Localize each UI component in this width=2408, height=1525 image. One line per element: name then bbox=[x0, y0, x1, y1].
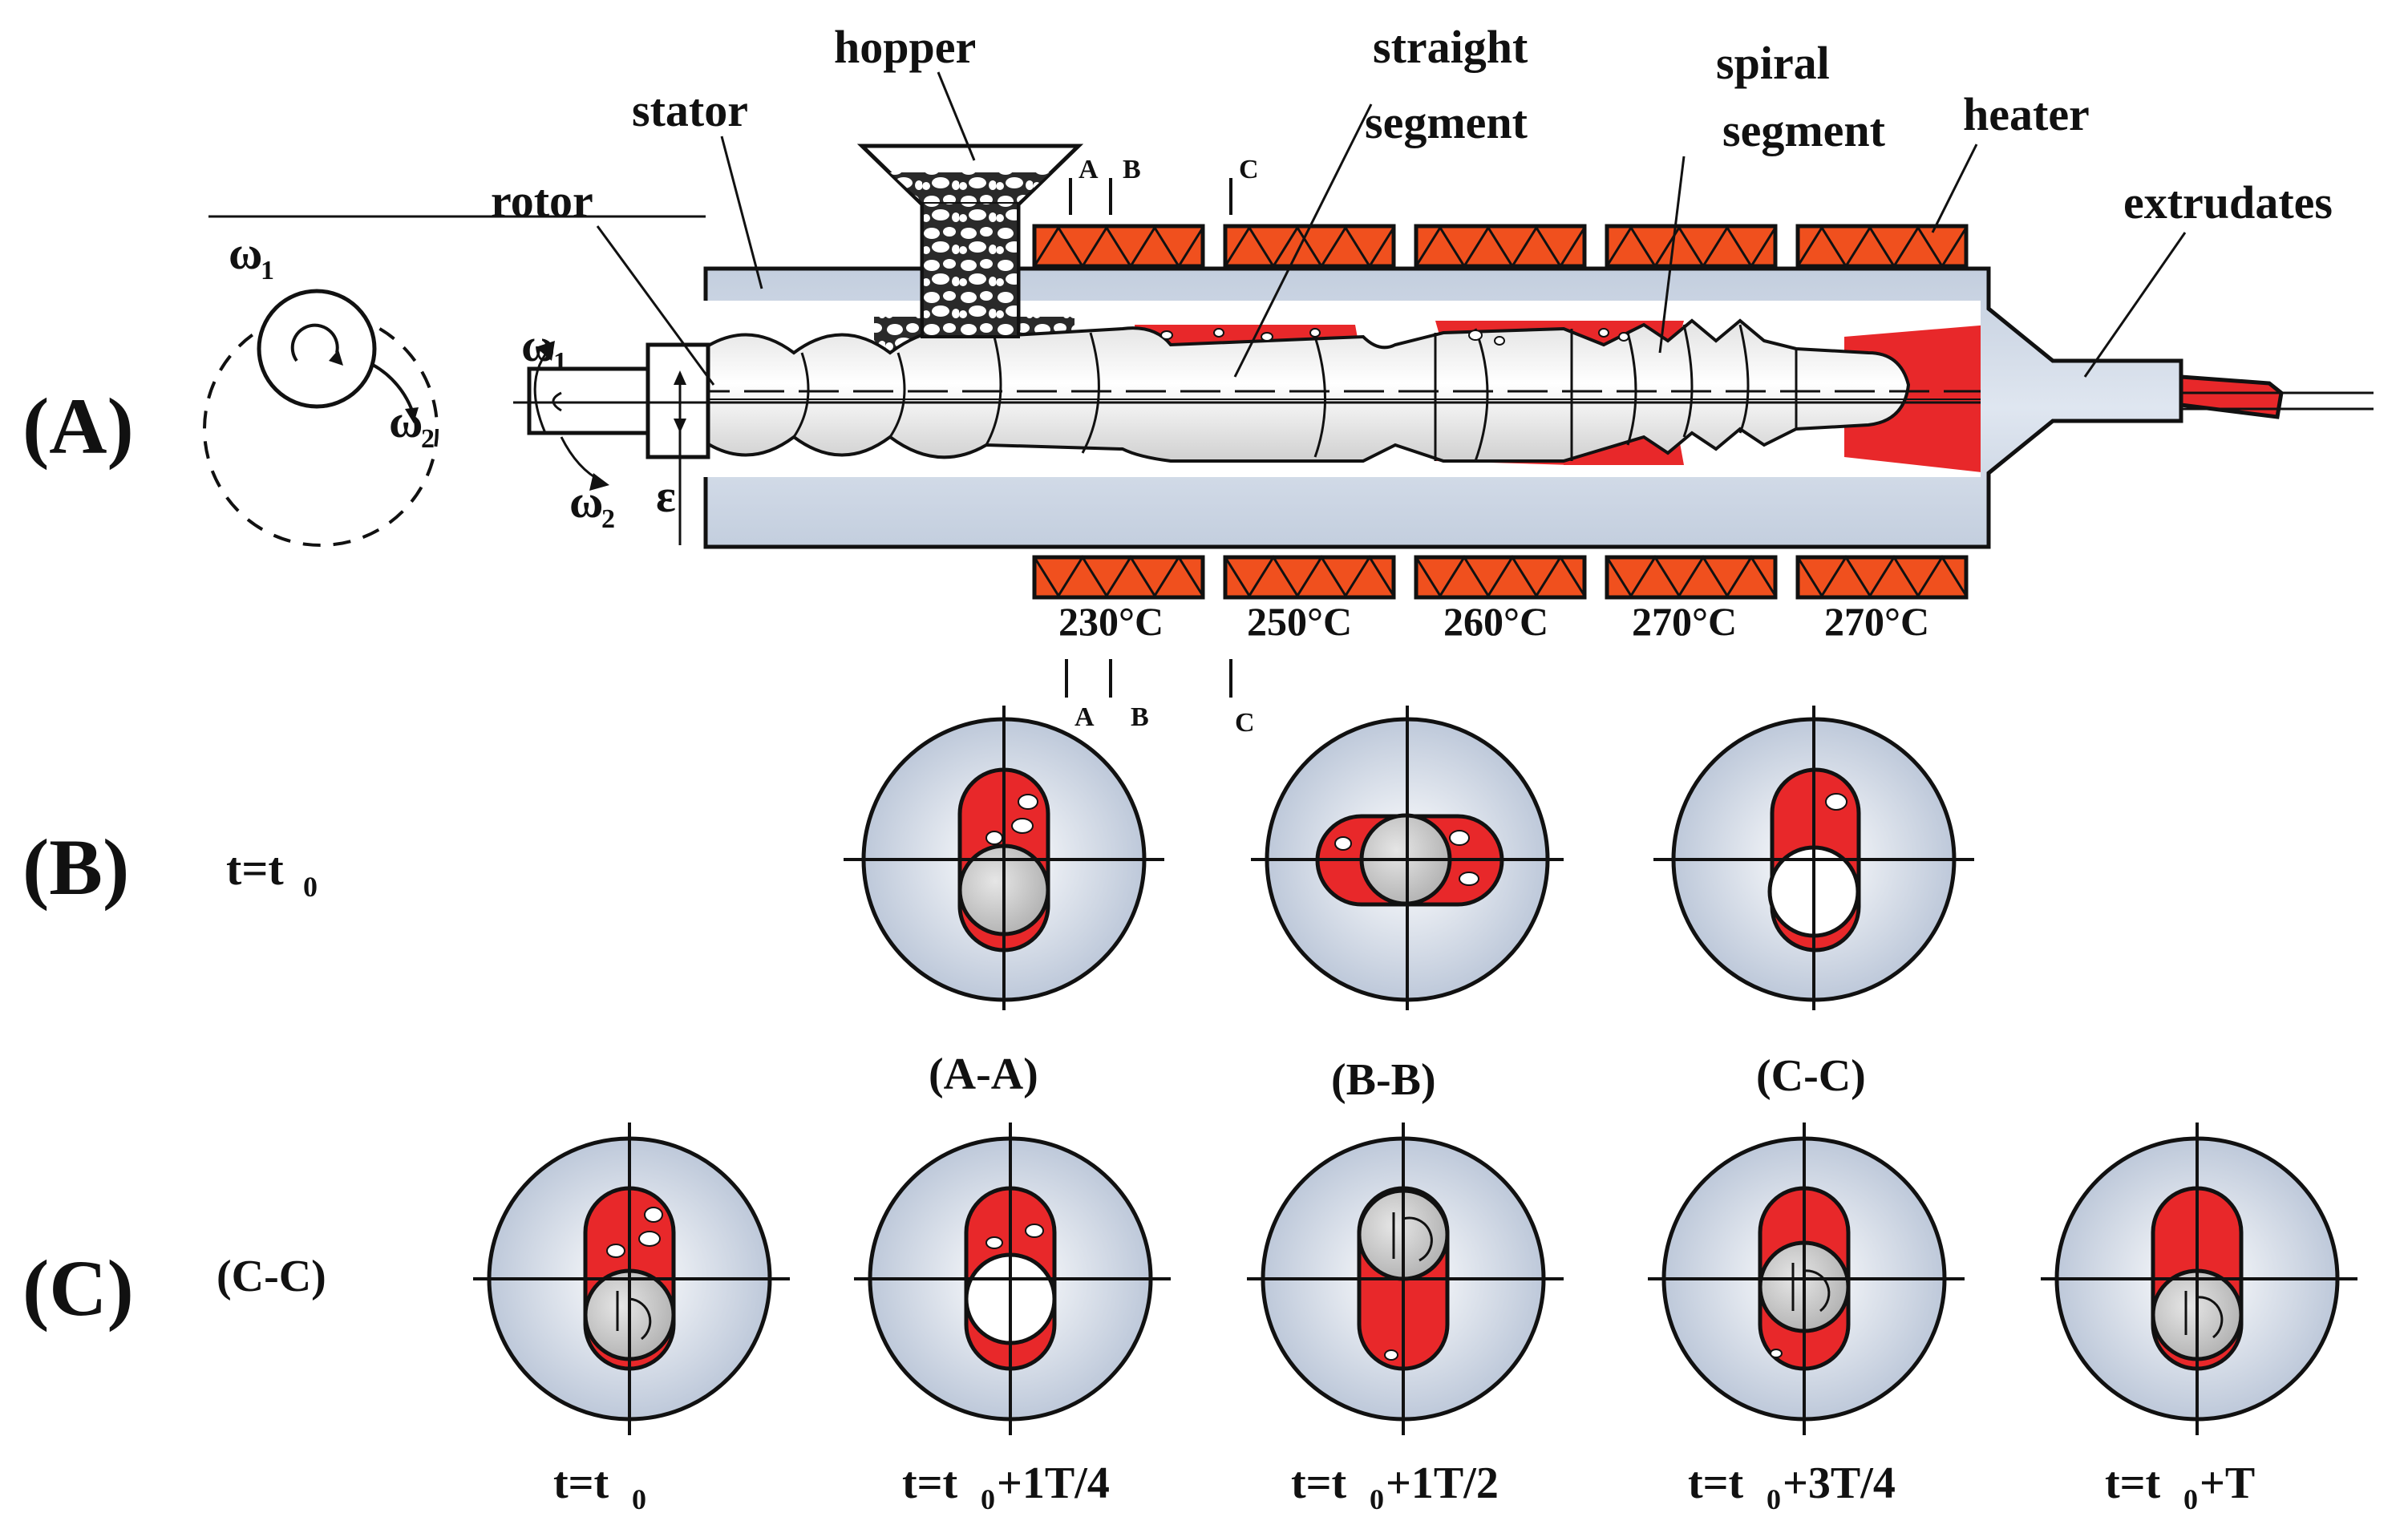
section-label-cc: (C-C) bbox=[1756, 1051, 1866, 1101]
heater-top-1 bbox=[1032, 224, 1205, 269]
time-label-5: t=t 0 +T bbox=[2105, 1458, 2255, 1515]
section-bb bbox=[1251, 706, 1564, 1010]
time-4-main: t=t bbox=[1688, 1458, 1744, 1508]
cut-b-top: B bbox=[1123, 155, 1141, 184]
cut-a-bottom: A bbox=[1074, 702, 1095, 732]
hopper bbox=[856, 144, 1084, 338]
heater-bottom-3 bbox=[1414, 555, 1587, 600]
stator-label: stator bbox=[632, 84, 748, 136]
panel-a-label: (A) bbox=[22, 382, 134, 471]
time-5-main: t=t bbox=[2105, 1458, 2161, 1508]
cut-c-top: C bbox=[1239, 155, 1259, 184]
rotor-circle bbox=[257, 289, 377, 409]
time-3-main: t=t bbox=[1291, 1458, 1347, 1508]
shaft-omega2-label: ω bbox=[569, 475, 603, 528]
spiral-label-2: segment bbox=[1722, 104, 1886, 156]
time-2-main: t=t bbox=[902, 1458, 958, 1508]
row-b-time: t=t bbox=[226, 843, 284, 895]
omega1-sub: 1 bbox=[261, 256, 274, 285]
panel-c-label: (C) bbox=[22, 1244, 134, 1333]
time-2-rest: +1T/4 bbox=[997, 1458, 1110, 1508]
section-aa bbox=[844, 706, 1164, 1010]
phase-2 bbox=[854, 1123, 1171, 1435]
time-2-sub: 0 bbox=[981, 1483, 995, 1515]
cut-markers-top bbox=[1069, 178, 1232, 215]
cut-markers-bottom bbox=[1065, 659, 1232, 698]
heaters-top bbox=[1032, 224, 1969, 269]
omega2-label: ω bbox=[389, 395, 423, 447]
time-label-1: t=t 0 bbox=[553, 1458, 646, 1515]
spin-arrowhead-icon bbox=[329, 350, 343, 366]
temp-zone-4: 270°C bbox=[1632, 599, 1737, 644]
section-cc bbox=[1653, 706, 1974, 1010]
time-5-rest: +T bbox=[2200, 1458, 2255, 1508]
time-4-rest: +3T/4 bbox=[1783, 1458, 1896, 1508]
phase-1 bbox=[473, 1123, 790, 1435]
time-5-sub: 0 bbox=[2183, 1483, 2198, 1515]
heater-top-5 bbox=[1795, 224, 1969, 269]
temp-zone-5: 270°C bbox=[1824, 599, 1929, 644]
section-label-bb: (B-B) bbox=[1331, 1055, 1436, 1105]
heater-top-2 bbox=[1223, 224, 1396, 269]
melt-bubbles bbox=[1160, 328, 1629, 346]
shaft-omega1-label: ω bbox=[521, 319, 555, 371]
heater-bottom-1 bbox=[1032, 555, 1205, 600]
leader-lines bbox=[596, 71, 2187, 386]
omega1-label: ω bbox=[229, 227, 262, 279]
hopper-label: hopper bbox=[834, 21, 976, 73]
temp-zone-3: 260°C bbox=[1443, 599, 1548, 644]
section-label-aa: (A-A) bbox=[929, 1050, 1038, 1099]
straight-label-1: straight bbox=[1373, 21, 1528, 73]
time-1-main: t=t bbox=[553, 1458, 609, 1508]
heater-top-4 bbox=[1605, 224, 1778, 269]
orbit-circle bbox=[203, 311, 439, 547]
heater-bottom-4 bbox=[1605, 555, 1778, 600]
time-1-sub: 0 bbox=[632, 1483, 646, 1515]
epsilon-label: ε bbox=[656, 470, 676, 522]
cut-a-top: A bbox=[1079, 155, 1099, 184]
phase-5 bbox=[2041, 1123, 2357, 1435]
rotation-sketch: ω 1 ω 2 bbox=[203, 227, 439, 547]
time-label-4: t=t 0 +3T/4 bbox=[1688, 1458, 1896, 1515]
drive-shaft bbox=[513, 341, 2374, 491]
time-label-2: t=t 0 +1T/4 bbox=[902, 1458, 1110, 1515]
cut-b-bottom: B bbox=[1131, 702, 1149, 732]
time-label-3: t=t 0 +1T/2 bbox=[1291, 1458, 1499, 1515]
time-3-sub: 0 bbox=[1370, 1483, 1384, 1515]
die-nozzle bbox=[2179, 374, 2284, 419]
spiral-label-1: spiral bbox=[1716, 37, 1830, 89]
temp-zone-2: 250°C bbox=[1247, 599, 1352, 644]
heater-bottom-2 bbox=[1223, 555, 1396, 600]
heater-top-3 bbox=[1414, 224, 1587, 269]
orbit-arrowhead-icon bbox=[405, 407, 419, 423]
heater-bottom-5 bbox=[1795, 555, 1969, 600]
row-b-time-sub: 0 bbox=[303, 871, 318, 903]
panel-b-label: (B) bbox=[22, 823, 129, 912]
orbit-arrow-icon bbox=[372, 363, 415, 414]
straight-label-2: segment bbox=[1365, 96, 1528, 148]
temp-zone-1: 230°C bbox=[1058, 599, 1164, 644]
row-c-section: (C-C) bbox=[217, 1252, 326, 1301]
phase-3 bbox=[1247, 1123, 1564, 1435]
spin-arrow-icon bbox=[290, 323, 339, 362]
heater-label: heater bbox=[1963, 88, 2090, 140]
time-4-sub: 0 bbox=[1767, 1483, 1781, 1515]
extrudates-label: extrudates bbox=[2123, 176, 2333, 229]
shaft-omega2-sub: 2 bbox=[601, 504, 615, 534]
cut-c-bottom: C bbox=[1235, 708, 1255, 738]
heaters-bottom bbox=[1032, 555, 1969, 600]
barrel-bore bbox=[690, 301, 1981, 477]
time-3-rest: +1T/2 bbox=[1386, 1458, 1499, 1508]
rotor-label: rotor bbox=[491, 175, 593, 227]
omega2-sub: 2 bbox=[421, 424, 435, 454]
phase-4 bbox=[1648, 1123, 1965, 1435]
eccentricity-marker bbox=[674, 370, 686, 545]
shaft-omega1-sub: 1 bbox=[553, 347, 567, 377]
